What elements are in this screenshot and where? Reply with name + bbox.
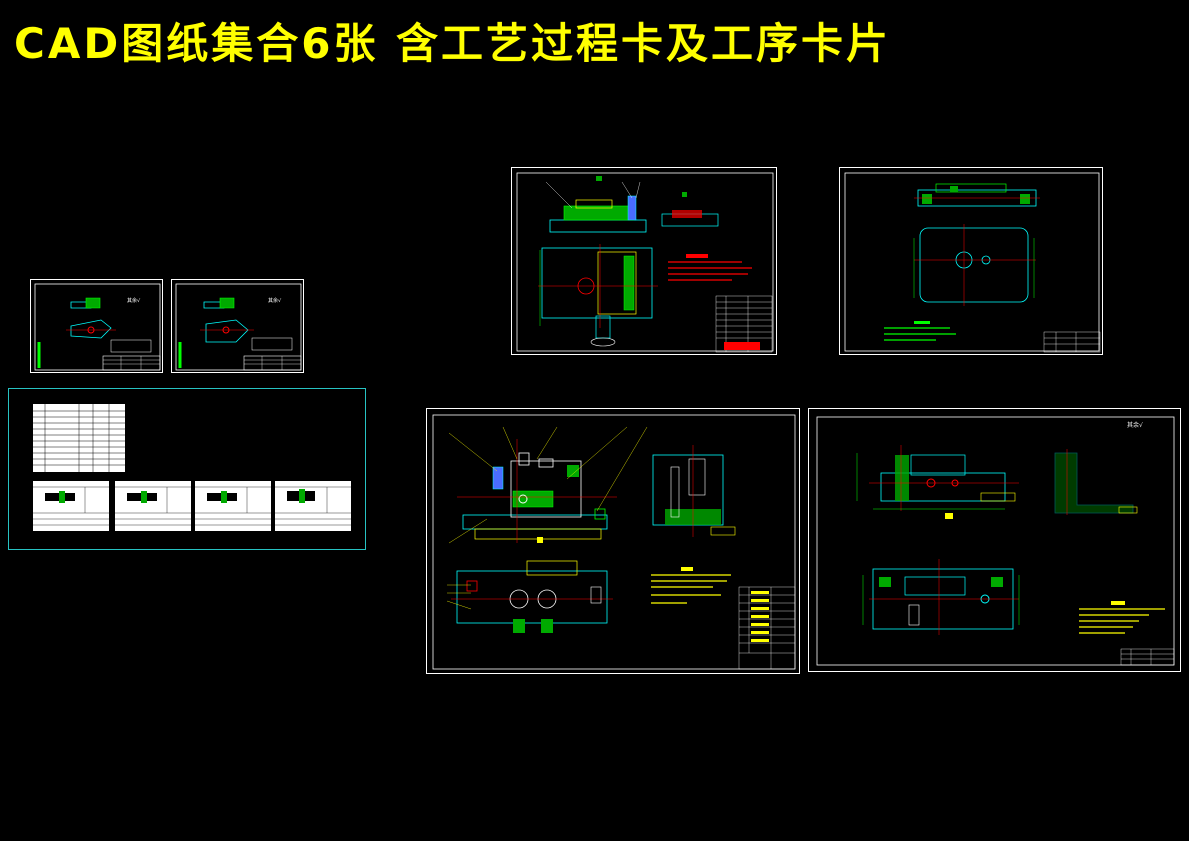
small-drawing-2[interactable]: 其余√ [171, 279, 304, 373]
svg-text:其余√: 其余√ [268, 297, 282, 304]
part-drawing-bottom-right[interactable]: 其余√ [808, 408, 1181, 672]
assembly-drawing-top-middle[interactable] [511, 167, 777, 355]
small-drawing-1-graphics: 其余√ [34, 283, 161, 371]
small-drawing-2-graphics: 其余√ [175, 283, 302, 371]
process-cards-group[interactable] [8, 388, 366, 550]
svg-text:其余√: 其余√ [127, 297, 141, 304]
part-drawing-top-right-graphics [844, 172, 1101, 353]
assembly-drawing-bottom-middle[interactable] [426, 408, 800, 674]
part-drawing-bottom-right-graphics: 其余√ [816, 416, 1175, 666]
part-drawing-top-right[interactable] [839, 167, 1103, 355]
process-cards-graphics [33, 404, 351, 531]
small-drawing-1[interactable]: 其余√ [30, 279, 163, 373]
assembly-drawing-bottom-middle-graphics [432, 414, 796, 670]
page-title: CAD图纸集合6张 含工艺过程卡及工序卡片 [14, 19, 892, 68]
assembly-drawing-top-middle-graphics [516, 172, 774, 353]
svg-text:其余√: 其余√ [1127, 421, 1143, 429]
